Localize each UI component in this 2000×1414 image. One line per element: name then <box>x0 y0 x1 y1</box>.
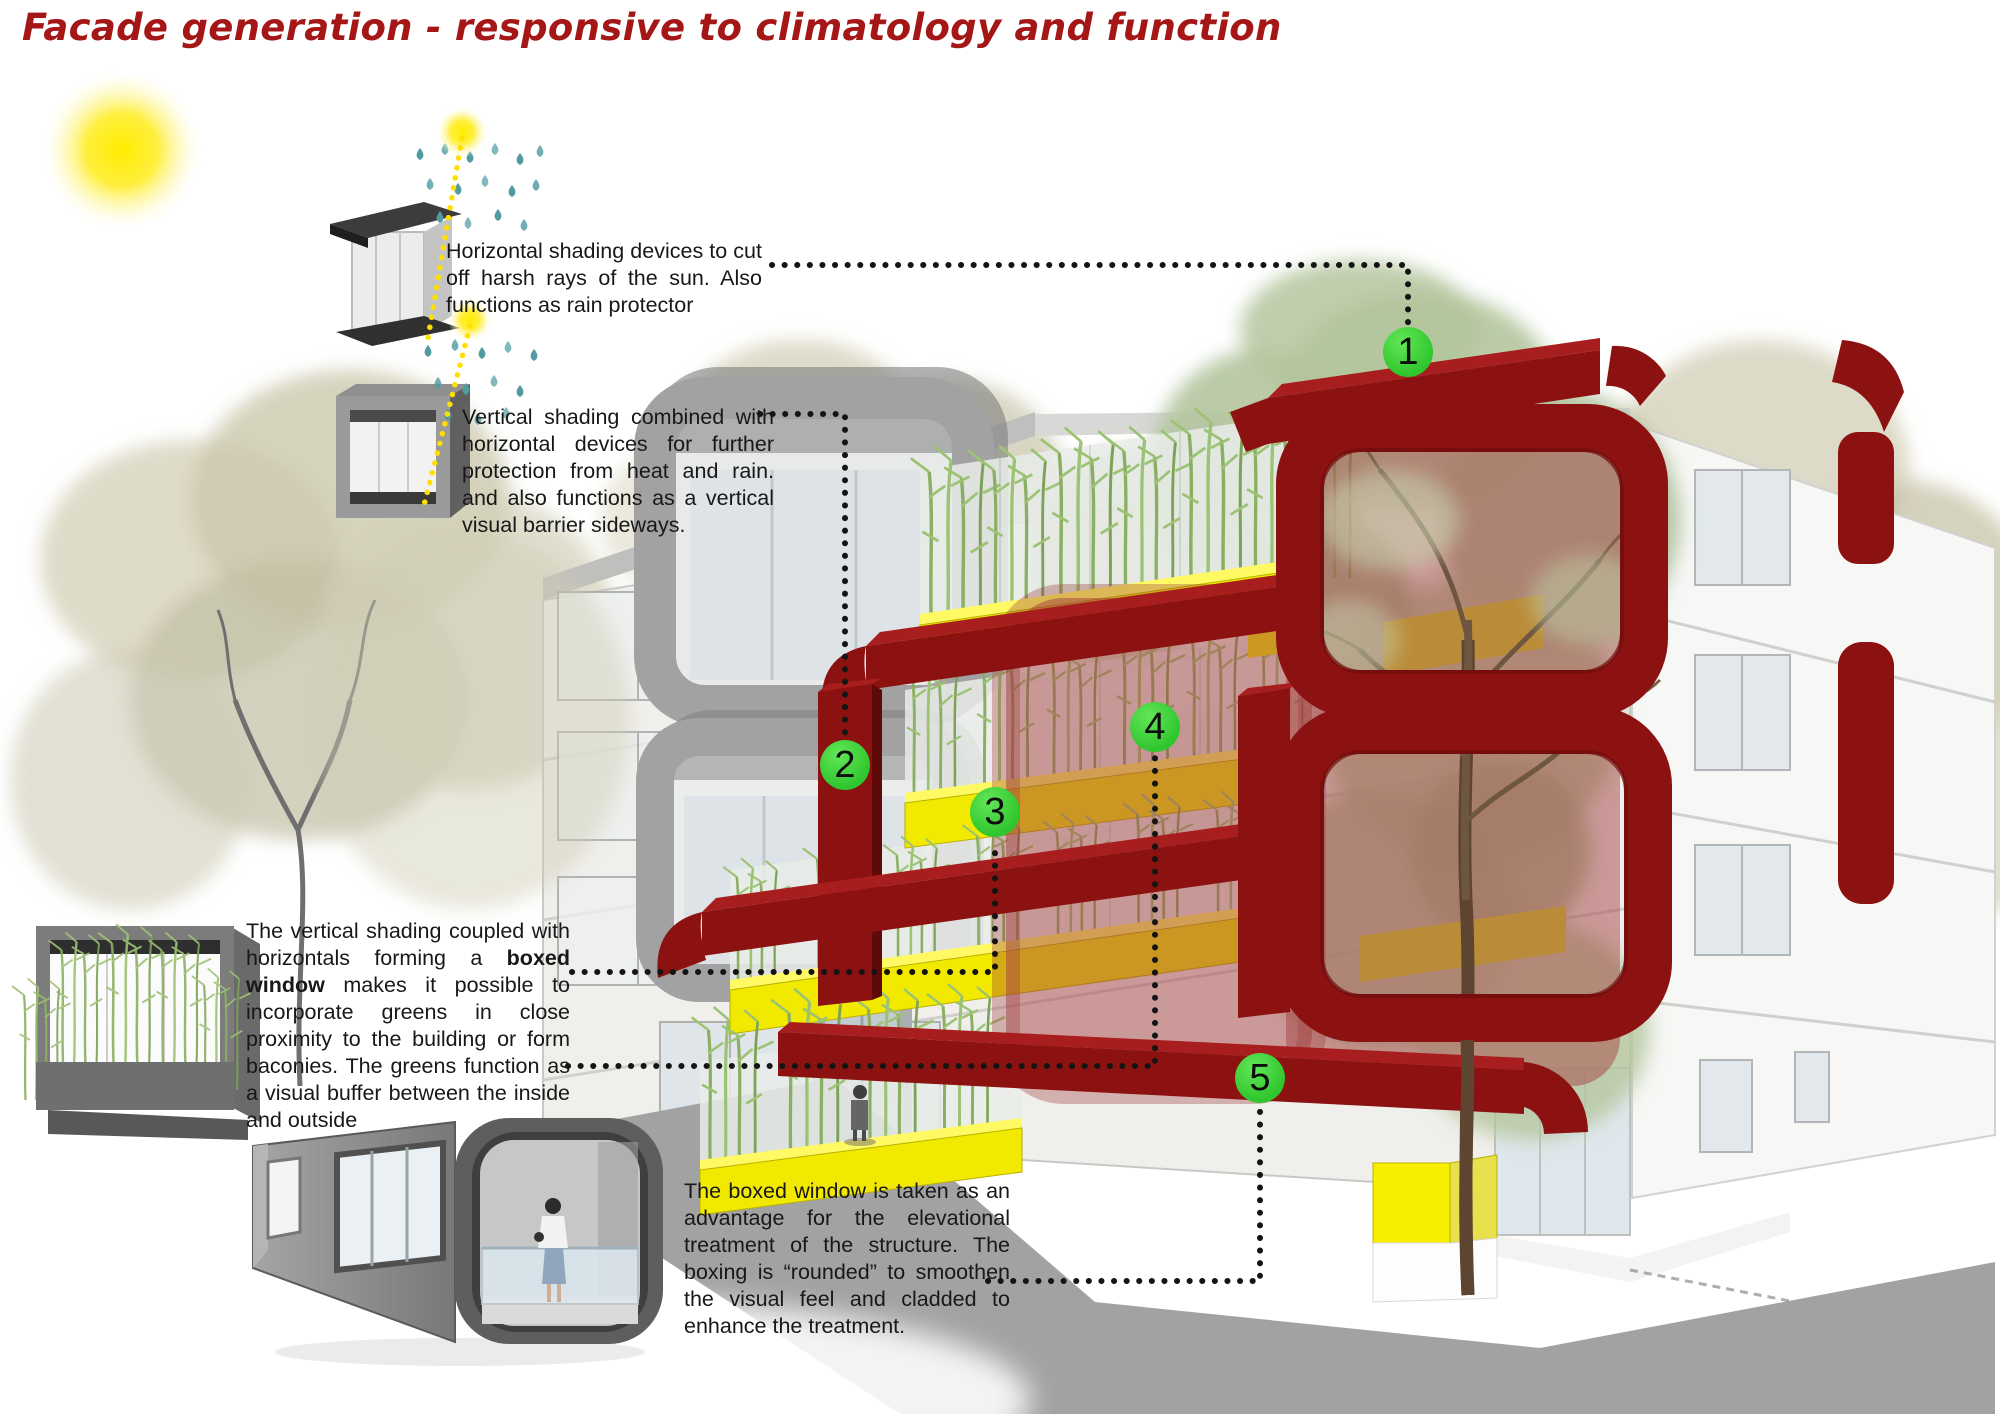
sun-ray-dotted <box>421 135 473 508</box>
leader-line-3 <box>569 839 998 975</box>
leader-line-1 <box>769 262 1411 327</box>
boxed-greens-diagram <box>10 923 260 1140</box>
leader-line-5 <box>985 1105 1263 1284</box>
red-shelf-1-top <box>866 570 1312 646</box>
red-shelf-2-hook <box>657 912 706 978</box>
tree-wash-overlay <box>310 530 630 910</box>
planter-band-4 <box>699 1127 1023 1216</box>
tree-trunk-front <box>1459 1039 1475 1296</box>
red-shading-structure <box>657 338 1904 1134</box>
red-shelf-2-top <box>702 814 1312 912</box>
sun-glow-small-2 <box>448 298 492 342</box>
red-fin-3-top <box>1238 682 1300 696</box>
marker-4: 4 <box>1130 702 1180 752</box>
red-right-bar-2 <box>1838 642 1894 904</box>
annotation-boxed-window: The vertical shading coupled with horizo… <box>246 918 570 1134</box>
marker-1: 1 <box>1383 327 1433 377</box>
red-top-elbow-1 <box>1606 345 1666 406</box>
red-shelf-3 <box>778 1032 1524 1114</box>
red-fin-2-edge <box>872 684 882 1000</box>
leader-line-4 <box>565 754 1158 1069</box>
annotation-boxed-window-post: makes it possible to incorporate greens … <box>246 973 570 1132</box>
page-title: Facade generation - responsive to climat… <box>22 6 1282 49</box>
annotation-vertical-shading: Vertical shading combined with horizonta… <box>462 405 774 537</box>
leader-line-2 <box>757 411 848 739</box>
red-top-bar-left <box>1230 398 1268 452</box>
red-top-bar-top <box>1268 338 1600 398</box>
annotation-horizontal-shading: Horizontal shading devices to cut off ha… <box>446 239 762 317</box>
horizontal-shading-diagram <box>330 202 462 346</box>
red-shelf-3-hook <box>1520 1062 1589 1134</box>
red-shelf-2 <box>702 826 1312 956</box>
red-fin-2-top <box>818 678 882 692</box>
red-shelf-3-top <box>778 1022 1524 1070</box>
entrance-person <box>844 1085 876 1146</box>
red-shelf-1 <box>866 582 1312 690</box>
marker-3: 3 <box>970 787 1020 837</box>
red-right-bar-1 <box>1838 432 1894 564</box>
red-frame-1-inner-edge <box>1320 448 1624 674</box>
module-person <box>534 1198 568 1302</box>
marker-5: 5 <box>1235 1053 1285 1103</box>
planter-band-top-face <box>920 557 1312 625</box>
rounded-module-diagram <box>252 1118 663 1366</box>
annotation-boxed-window-bold: boxed window <box>246 946 570 997</box>
red-top-elbow-2 <box>1832 340 1904 432</box>
ground-planter-box <box>1372 1154 1498 1303</box>
sun-glow-small-1 <box>436 106 488 158</box>
red-boxed-frame-1 <box>1276 404 1668 718</box>
annotation-rounded-boxing: The boxed window is taken as an advantag… <box>684 1179 1010 1338</box>
red-frame-2-inner-edge <box>1320 750 1628 998</box>
leader-lines <box>565 262 1411 1284</box>
annotation-boxed-window-pre: The vertical shading coupled with horizo… <box>246 919 570 970</box>
right-wing-windows <box>1694 469 1830 1153</box>
red-boxed-frame-2 <box>1276 706 1672 1042</box>
marker-2: 2 <box>820 740 870 790</box>
sun-icon <box>42 70 202 230</box>
